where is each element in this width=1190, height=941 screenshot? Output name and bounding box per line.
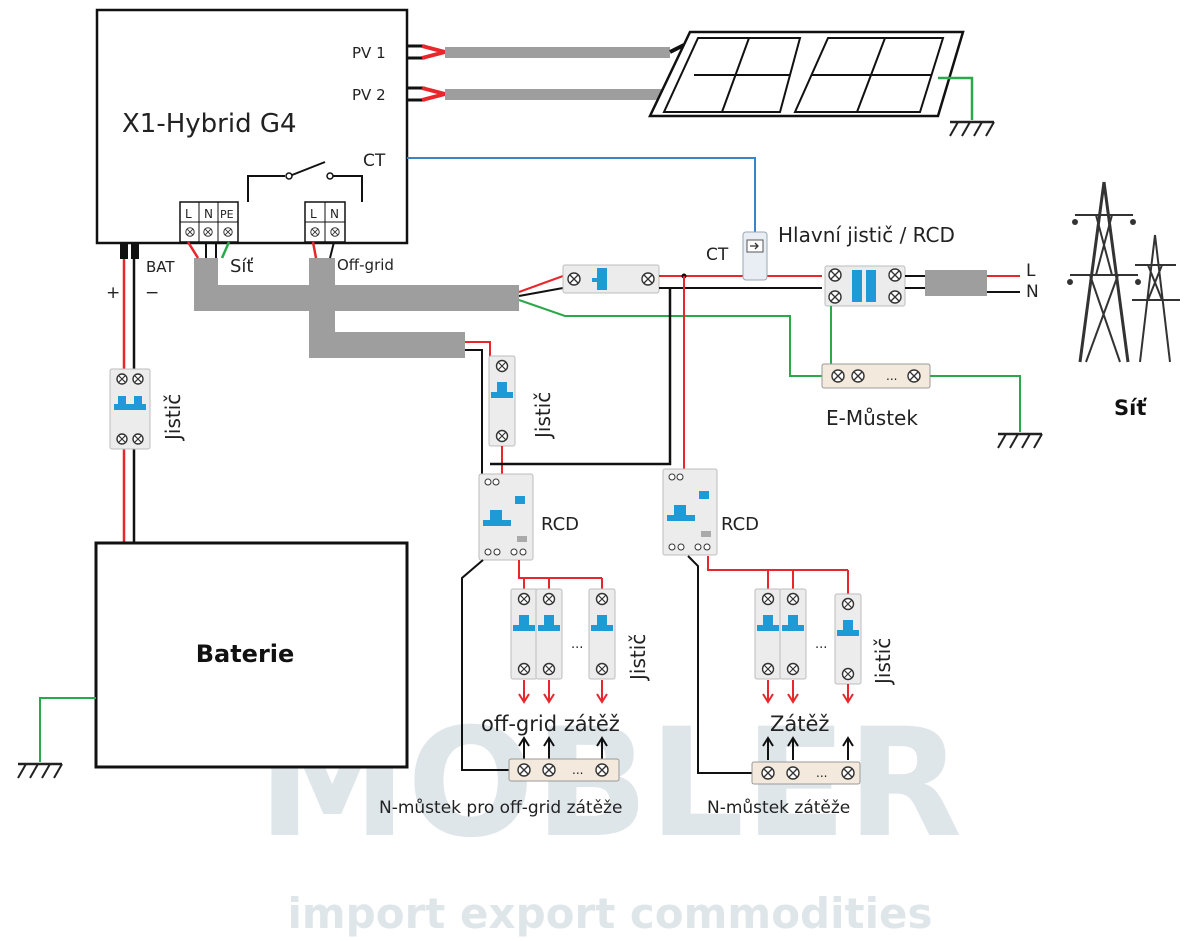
bat-label: BAT (146, 258, 175, 276)
pv1-label: PV 1 (352, 44, 386, 62)
offgrid-rcd-label: RCD (541, 514, 579, 535)
n-bridge (751, 761, 861, 785)
offgrid-branch: Jistič RCD ... Jistič off-grid zátěž ...… (379, 341, 650, 818)
n-bridge-offgrid (508, 758, 620, 782)
offgrid-terminal-n: N (330, 207, 339, 221)
inverter: X1-Hybrid G4 PV 1 PV 2 CT L N PE L N (95, 8, 409, 303)
load-breaker-3 (834, 593, 862, 685)
battery-breaker (109, 368, 151, 450)
power-pylon-icon (1067, 181, 1180, 363)
battery-breaker-label: Jistič (161, 394, 185, 442)
grid-n-label: N (1026, 282, 1039, 302)
offgrid-rcd (478, 473, 534, 561)
inverter-ct-label: CT (363, 151, 386, 171)
offgrid-port-label: Off-grid (337, 256, 394, 274)
grid-port-label: Síť (230, 256, 253, 277)
e-bridge-label: E-Můstek (826, 406, 918, 430)
load-breaker-label: Jistič (871, 638, 895, 686)
battery-label: Baterie (196, 640, 295, 668)
n-bridge-ellipsis: ... (816, 766, 827, 780)
terminal-pe: PE (220, 208, 234, 221)
offgrid-terminal-l: L (310, 207, 317, 221)
battery (94, 541, 409, 769)
grid-terminal-block: L N PE (179, 201, 239, 243)
load-label: Zátěž (770, 712, 829, 736)
grid-rcd (662, 468, 718, 556)
load-ellipsis: ... (815, 637, 827, 652)
offgrid-breaker (488, 355, 516, 447)
offgrid-load-breaker-1 (510, 588, 538, 680)
offgrid-load-breaker-2 (535, 588, 563, 680)
grid-load-branch: RCD ... Jistič Zátěž ... N-můstek zátěže (490, 276, 895, 818)
load-breaker-2 (779, 588, 807, 680)
e-bridge-ground-icon (996, 432, 1044, 450)
offgrid-load-ellipsis: ... (571, 637, 583, 652)
grid-label: Síť (1114, 396, 1147, 420)
offgrid-load-breaker-label: Jistič (626, 634, 650, 682)
n-bridge-offgrid-ellipsis: ... (572, 763, 583, 777)
minus-label: − (145, 283, 159, 303)
offgrid-breaker-label: Jistič (531, 392, 555, 440)
terminal-l: L (185, 207, 192, 221)
grid-wiring: CT Hlavní jistič / RCD L N ... E-Můstek (518, 223, 1044, 450)
grid-rcd-label: RCD (721, 514, 759, 535)
battery-ground-icon (16, 762, 64, 780)
ct-signal-wire (407, 157, 756, 235)
main-breaker-label: Hlavní jistič / RCD (778, 223, 955, 247)
watermark-tagline: import export commodities (288, 889, 933, 938)
offgrid-load-breaker-3 (588, 588, 616, 680)
e-bridge-ellipsis: ... (886, 369, 897, 383)
terminal-n: N (204, 207, 213, 221)
battery-circuit: Jistič Baterie (16, 259, 409, 780)
ac-cables (186, 241, 519, 358)
load-breaker-1 (754, 588, 782, 680)
n-bridge-offgrid-label: N-můstek pro off-grid zátěže (379, 798, 622, 818)
inverter-model: X1-Hybrid G4 (122, 109, 297, 139)
grid-l-label: L (1026, 261, 1036, 281)
ct-clamp: CT (706, 231, 768, 281)
plus-label: + (106, 283, 120, 303)
offgrid-terminal-block: L N (304, 201, 346, 243)
pv-array (407, 30, 996, 138)
n-bridge-label: N-můstek zátěže (707, 798, 850, 818)
pv-ground-icon (948, 120, 996, 138)
grid-ct-label: CT (706, 245, 729, 265)
offgrid-load-label: off-grid zátěž (481, 712, 620, 736)
pv2-label: PV 2 (352, 86, 386, 104)
